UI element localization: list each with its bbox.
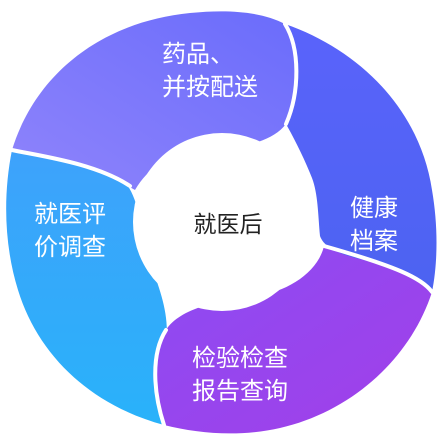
center-label: 就医后 (194, 212, 263, 238)
segment-label-exam-reports-line2: 报告查询 (192, 377, 288, 405)
segment-label-health-records-line1: 健康 (350, 194, 398, 222)
segment-label-survey-line2: 价调查 (34, 233, 106, 261)
segment-label-exam-reports-line1: 检验检查 (192, 344, 288, 372)
segment-label-medication-line1: 药品、 (162, 40, 234, 68)
segment-health-records (285, 24, 437, 292)
center-circle (133, 133, 311, 311)
segment-label-health-records-line2: 档案 (350, 227, 398, 255)
segment-separators (10, 22, 434, 427)
segment-survey (6, 150, 167, 425)
segment-label-survey-line1: 就医评 (34, 200, 106, 228)
segment-label-medication-line2: 并按配送 (162, 73, 258, 101)
segment-exam-reports (155, 246, 433, 434)
